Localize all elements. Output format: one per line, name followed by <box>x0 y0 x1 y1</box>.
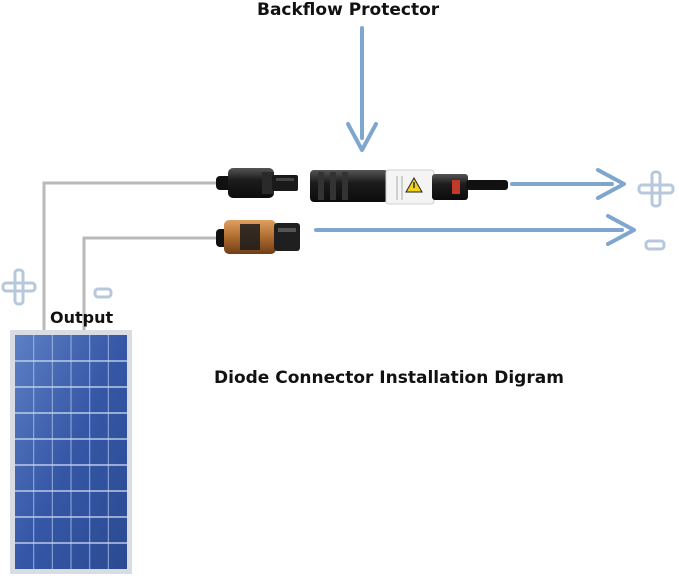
output-label: Output <box>50 308 114 327</box>
plus-sign-icon <box>637 170 675 208</box>
plus-sign-icon <box>1 268 37 306</box>
warning-triangle-icon <box>405 176 423 193</box>
minus-sign-icon <box>644 239 666 251</box>
backflow-protector-label: Backflow Protector <box>257 0 440 20</box>
down-arrow <box>346 26 378 152</box>
negative-mc4-connector <box>216 220 300 254</box>
solar-panel <box>10 330 132 574</box>
minus-sign-icon <box>93 287 113 299</box>
diagram-title: Diode Connector Installation Digram <box>214 368 564 388</box>
positive-wire <box>42 181 218 330</box>
negative-wire <box>82 236 218 330</box>
negative-output-arrow <box>314 214 636 246</box>
backflow-protector-device <box>310 169 508 205</box>
positive-mc4-connector <box>216 168 298 198</box>
positive-output-arrow <box>510 168 626 200</box>
